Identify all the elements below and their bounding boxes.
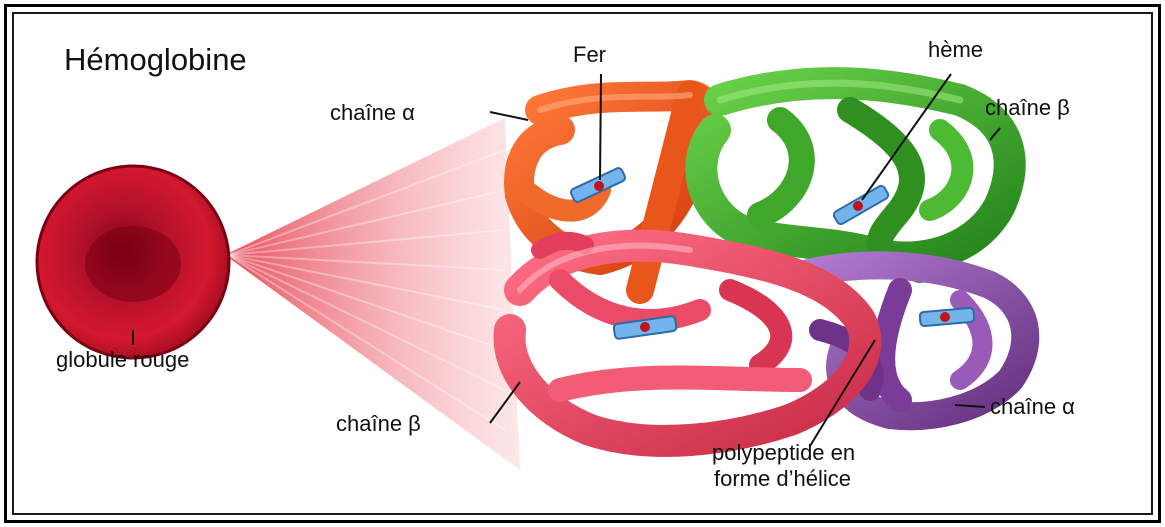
label-red-blood-cell: globule rouge [56, 347, 189, 372]
beta-chain-top [701, 83, 1009, 270]
label-beta-chain-bottom: chaîne β [336, 411, 421, 436]
label-helix-line2: forme d’hélice [714, 466, 851, 491]
red-blood-cell [37, 166, 229, 358]
beta-chain-bottom [510, 241, 866, 441]
label-alpha-chain-top: chaîne α [330, 100, 415, 125]
diagram-title: Hémoglobine [64, 42, 247, 77]
label-alpha-chain-bottom: chaîne α [990, 394, 1075, 419]
label-helix-line1: polypeptide en [712, 440, 855, 465]
label-heme: hème [928, 37, 983, 62]
label-beta-chain-top: chaîne β [985, 95, 1070, 120]
label-iron: Fer [573, 42, 606, 67]
